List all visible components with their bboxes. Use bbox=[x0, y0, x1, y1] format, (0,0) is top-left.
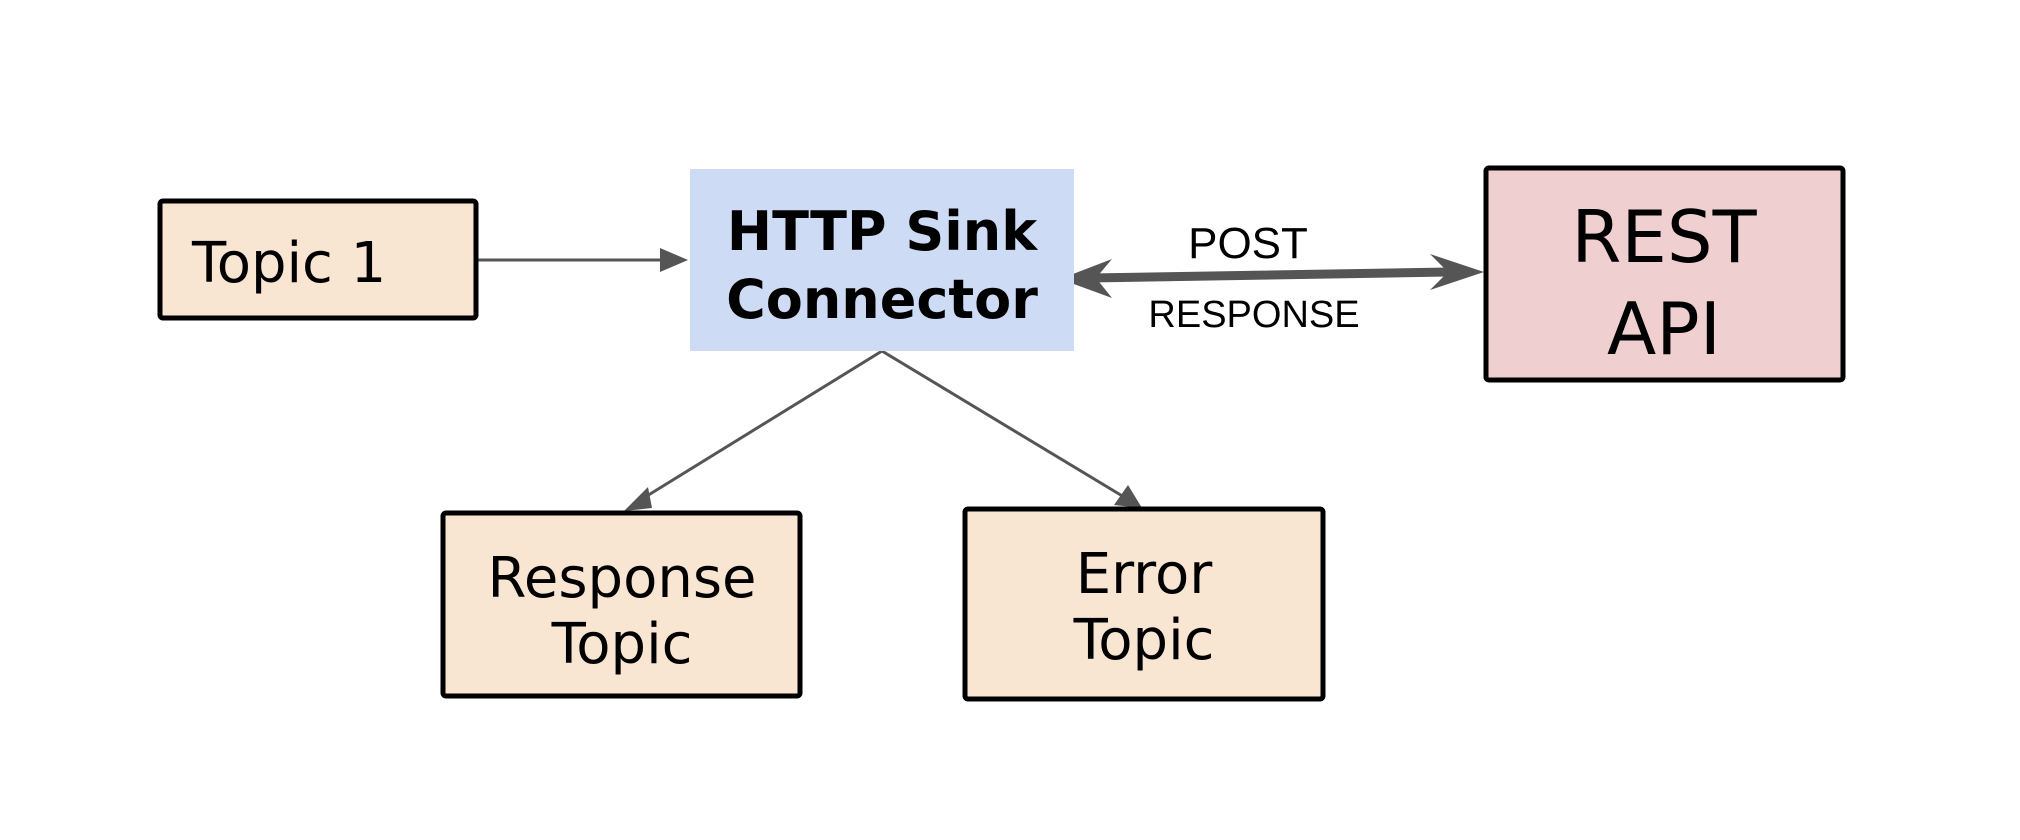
node-topic1: Topic 1 bbox=[157, 198, 479, 321]
rest-api-label-line2: API bbox=[1607, 287, 1721, 371]
response-label: RESPONSE bbox=[1148, 294, 1359, 336]
arrowhead-rest-api bbox=[1430, 254, 1484, 290]
arrowhead-error-topic bbox=[1114, 485, 1142, 508]
error-topic-box bbox=[962, 506, 1326, 702]
nodes: Topic 1 HTTP Sink Connector REST API Res… bbox=[157, 165, 1846, 702]
connector-box bbox=[690, 169, 1074, 351]
error-topic-label-line1: Error bbox=[1076, 542, 1213, 607]
edge-connector-to-error-topic bbox=[881, 349, 1125, 499]
topic1-label: Topic 1 bbox=[191, 231, 386, 296]
node-error-topic: Error Topic bbox=[962, 506, 1326, 702]
arrowhead-connector-out bbox=[1060, 259, 1112, 298]
rest-api-box bbox=[1483, 165, 1846, 383]
rest-api-label-line1: REST bbox=[1571, 195, 1757, 279]
topic1-box bbox=[157, 198, 479, 321]
post-label: POST bbox=[1188, 219, 1308, 268]
edges: POST RESPONSE bbox=[476, 219, 1484, 511]
edge-connector-to-response-topic bbox=[641, 349, 883, 501]
node-connector: HTTP Sink Connector bbox=[690, 169, 1074, 351]
response-topic-label-line1: Response bbox=[488, 546, 757, 611]
response-topic-box bbox=[440, 510, 803, 699]
connector-label-line2: Connector bbox=[726, 268, 1038, 331]
error-topic-label-line2: Topic bbox=[1073, 608, 1215, 673]
arrowhead-response-topic bbox=[624, 487, 652, 511]
node-response-topic: Response Topic bbox=[440, 510, 803, 699]
connector-label-line1: HTTP Sink bbox=[727, 200, 1038, 263]
edge-connector-rest-api bbox=[1089, 267, 1449, 283]
response-topic-label-line2: Topic bbox=[551, 612, 693, 677]
node-rest-api: REST API bbox=[1483, 165, 1846, 383]
arrowhead-connector-in bbox=[660, 248, 688, 272]
